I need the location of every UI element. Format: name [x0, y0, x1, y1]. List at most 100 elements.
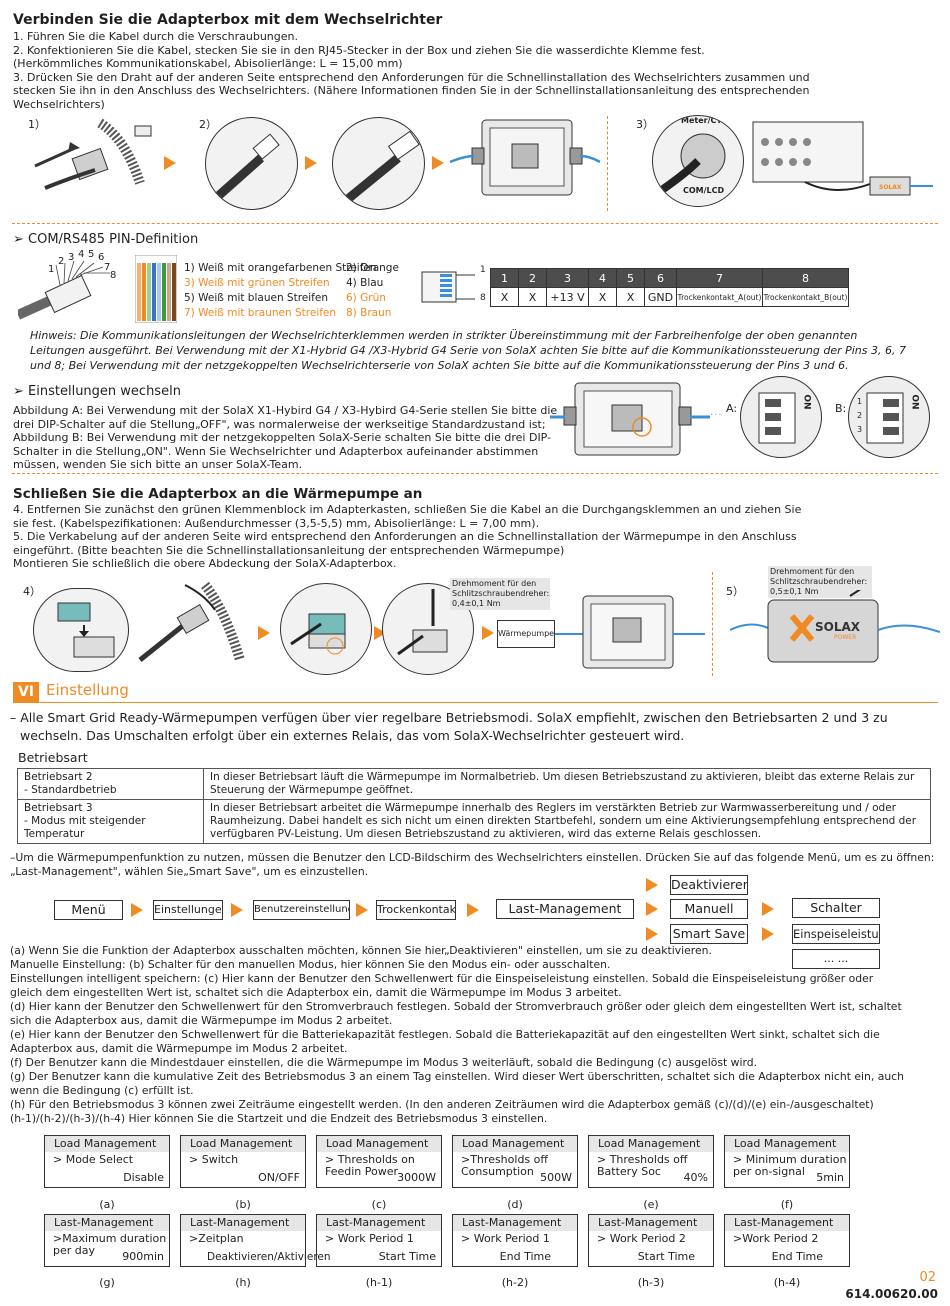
- lcd-screen-f: Load Management > Minimum duration per o…: [724, 1135, 850, 1188]
- lcd-line-1: >Maximum duration: [53, 1232, 167, 1245]
- lcd-title: Last-Management: [181, 1215, 305, 1231]
- lcd-value: Deaktivieren/Aktivieren: [207, 1251, 331, 1263]
- pin-header-cell: 7: [676, 268, 763, 288]
- lcd-line-2: Battery Soc: [597, 1165, 661, 1178]
- manual-box: Manuell: [670, 899, 748, 919]
- hint-line: und 8; Bei Verwendung mit der netzgekopp…: [30, 359, 849, 372]
- pin-num-8: 8: [110, 270, 117, 281]
- chevron-right-icon: [432, 156, 444, 170]
- pin-num-3: 3: [68, 252, 75, 263]
- desc-line: (a) Wenn Sie die Funktion der Adapterbox…: [10, 944, 712, 957]
- text-line: Schalter in die Stellung„ON". Wenn Sie W…: [13, 444, 539, 458]
- lcd-line-1: > Minimum duration: [733, 1153, 847, 1166]
- pin-cell: X: [490, 287, 519, 307]
- lcd-value: 900min: [122, 1250, 164, 1263]
- label-figure-a: A:: [726, 402, 738, 415]
- step-5-label: 5）: [726, 585, 744, 598]
- lcd-line-1: > Thresholds on: [325, 1153, 415, 1166]
- terminal-insert-icon: [280, 583, 372, 675]
- lcd-screen-c: Load Management > Thresholds on Feedin P…: [316, 1135, 442, 1188]
- mode-3-desc: In dieser Betriebsart arbeitet die Wärme…: [203, 799, 931, 844]
- dip-on-label: ON: [909, 394, 920, 410]
- disable-box: Deaktivieren: [670, 875, 748, 895]
- text-line: 2. Konfektionieren Sie die Kabel, stecke…: [13, 43, 705, 57]
- text-line: Montieren Sie schließlich die obere Abde…: [13, 557, 397, 571]
- settings-text: Abbildung A: Bei Verwendung mit der Sola…: [13, 404, 558, 472]
- mode-heading: Betriebsart: [18, 750, 88, 765]
- lcd-caption: (h-3): [637, 1276, 665, 1289]
- lcd-value: Start Time: [637, 1250, 695, 1263]
- desc-line: (h) Für den Betriebsmodus 3 können zwei …: [10, 1098, 874, 1111]
- dip-switch-icon: ON: [740, 376, 822, 458]
- settings-heading: ➢ Einstellungen wechseln: [13, 384, 181, 399]
- lcd-value: Disable: [123, 1171, 164, 1184]
- lcd-line-1: > Thresholds off: [597, 1153, 688, 1166]
- lcd-value: End Time: [499, 1250, 551, 1263]
- lcd-caption: (c): [371, 1198, 387, 1211]
- mode-2-sub: - Standardbetrieb: [24, 784, 117, 796]
- connector-pin-8: 8: [480, 293, 486, 303]
- chevron-right-icon: [646, 927, 658, 941]
- step-4-label: 4）: [23, 585, 41, 598]
- pin-cell: Trockenkontakt_B(out): [762, 287, 849, 307]
- heat-pump-box: Wärmepumpe: [497, 620, 555, 648]
- step-1-label: 1）: [28, 118, 46, 131]
- lcd-title: Last-Management: [45, 1215, 169, 1231]
- rj45-plug-icon: [205, 117, 298, 210]
- lcd-screen-d: Load Management >Thresholds off Consumpt…: [452, 1135, 578, 1188]
- lcd-line: > Thresholds off Battery Soc: [597, 1154, 687, 1178]
- lcd-title: Last-Management: [589, 1215, 713, 1231]
- pin-definition-title: COM/RS485 PIN-Definition: [28, 232, 199, 247]
- text-line: –Um die Wärmepumpenfunktion zu nutzen, m…: [10, 851, 935, 864]
- switch-box: Schalter: [792, 898, 880, 918]
- pin-cell: X: [616, 287, 645, 307]
- lcd-line: > Work Period 2: [597, 1233, 686, 1245]
- chevron-right-icon: [231, 903, 243, 917]
- lcd-caption: (h-1): [365, 1276, 393, 1289]
- inverter-icon: SOLAX: [752, 121, 933, 196]
- lcd-line: >Work Period 2: [733, 1233, 818, 1245]
- user-settings-box: Benutzereinstellungen: [253, 900, 350, 920]
- text-line: 3. Drücken Sie den Draht auf der anderen…: [13, 70, 810, 84]
- dip-on-label: ON: [801, 394, 812, 410]
- text-line: 5. Die Verkabelung auf der anderen Seite…: [13, 530, 797, 544]
- closed-adapter-box-icon: [730, 590, 940, 663]
- wire-3: 3) Weiß mit grünen Streifen: [184, 277, 330, 289]
- pin-table-row: X X +13 V X X GND Trockenkontakt_A(out) …: [490, 287, 849, 307]
- solax-logo-sub: POWER: [834, 634, 857, 641]
- wire-6: 6) Grün: [346, 292, 386, 304]
- section-title-connect-inverter: Verbinden Sie die Adapterbox mit dem Wec…: [13, 12, 443, 28]
- cable-gland-illustration: [138, 581, 245, 662]
- pin-num-2: 2: [58, 256, 65, 267]
- feed-in-power-box: Einspeiseleistung: [792, 924, 880, 944]
- text-line: Abbildung A: Bei Verwendung mit der Sola…: [13, 404, 558, 417]
- lcd-caption: (b): [235, 1198, 251, 1211]
- pin-num-1: 1: [48, 264, 55, 275]
- desc-line: (d) Hier kann der Benutzer den Schwellen…: [10, 1000, 902, 1013]
- dip-num-1: 1: [857, 397, 863, 406]
- wire-colors-right: 2) Orange 4) Blau 6) Grün 8) Braun: [346, 261, 399, 321]
- lcd-line-1: > Work Period 2: [597, 1232, 686, 1245]
- lcd-line-1: >Thresholds off: [461, 1153, 548, 1166]
- lcd-line-1: > Work Period 1: [461, 1232, 550, 1245]
- lcd-line-2: Feedin Power: [325, 1165, 399, 1178]
- lcd-value: 3000W: [397, 1171, 436, 1184]
- pin-table-header: 1 2 3 4 5 6 7 8: [490, 268, 849, 288]
- lcd-line-2: per on-signal: [733, 1165, 805, 1178]
- com-lcd-label: COM/LCD: [683, 186, 725, 195]
- intro-text: – Alle Smart Grid Ready-Wärmepumpen verf…: [10, 709, 940, 745]
- mode-table: Betriebsart 2 - Standardbetrieb In diese…: [17, 768, 931, 844]
- text-line: – Alle Smart Grid Ready-Wärmepumpen verf…: [10, 710, 888, 725]
- lcd-line-1: >Zeitplan: [189, 1232, 244, 1245]
- dry-contact-box: Trockenkontakt: [376, 900, 456, 920]
- mode-3-sub: - Modus mit steigender Temperatur: [24, 815, 146, 840]
- desc-line: sich die Adapterbox aus, damit die Wärme…: [10, 1014, 393, 1027]
- divider: [607, 116, 608, 211]
- lcd-screen-e: Load Management > Thresholds off Battery…: [588, 1135, 714, 1188]
- pin-definition-heading: ➢ COM/RS485 PIN-Definition: [13, 232, 199, 247]
- desc-line: (g) Der Benutzer kann die kumulative Zei…: [10, 1070, 904, 1083]
- lcd-line-1: >Work Period 2: [733, 1232, 819, 1245]
- text-line: sie fest. (Kabelspezifikationen: Außendu…: [13, 516, 540, 530]
- text-line: 1. Führen Sie die Kabel durch die Versch…: [13, 30, 298, 43]
- label-figure-b: B:: [835, 402, 847, 415]
